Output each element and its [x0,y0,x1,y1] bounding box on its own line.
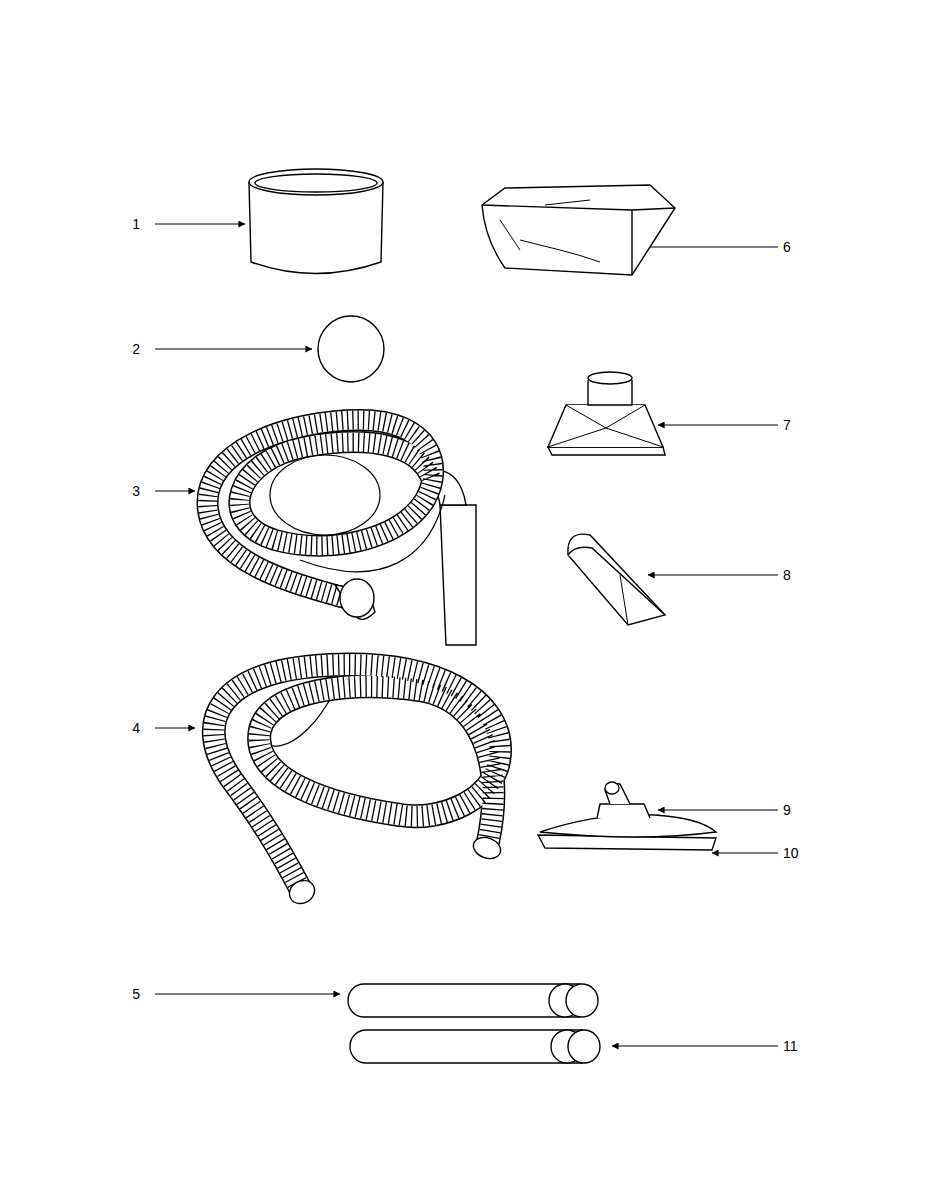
callout-slot: 9 [783,802,791,818]
callout-number: 8 [783,567,791,583]
callout-number: 7 [783,417,791,433]
callout-number: 11 [783,1038,798,1054]
floor-nozzle [538,782,716,850]
utility-nozzle [548,372,665,455]
callout-number: 2 [132,341,140,357]
callout-slot: 3 [132,483,140,499]
hose [214,665,504,908]
callout-number: 3 [132,483,140,499]
crevice-tool [568,534,665,625]
callout-number: 4 [132,720,140,736]
callout-slot: 7 [783,417,791,433]
wand-tubes [348,984,600,1063]
callout-slot: 1 [132,216,140,232]
callout-slot: 4 [132,720,140,736]
callout-number: 6 [783,239,791,255]
callout-number: 1 [132,216,140,232]
callout-slot: 10 [783,845,799,861]
hose-with-wand [208,420,476,645]
callout-slot: 5 [132,986,140,1002]
callout-slot: 8 [783,567,791,583]
disc-filter [318,316,384,382]
callout-slot: 11 [783,1038,798,1054]
callout-number: 10 [783,845,799,861]
filter-cartridge [249,169,383,274]
callout-slot: 2 [132,341,140,357]
callout-number: 9 [783,802,791,818]
callout-slot: 6 [783,239,791,255]
filter-bag [482,185,675,275]
callout-number: 5 [132,986,140,1002]
leader-lines [155,224,778,1046]
